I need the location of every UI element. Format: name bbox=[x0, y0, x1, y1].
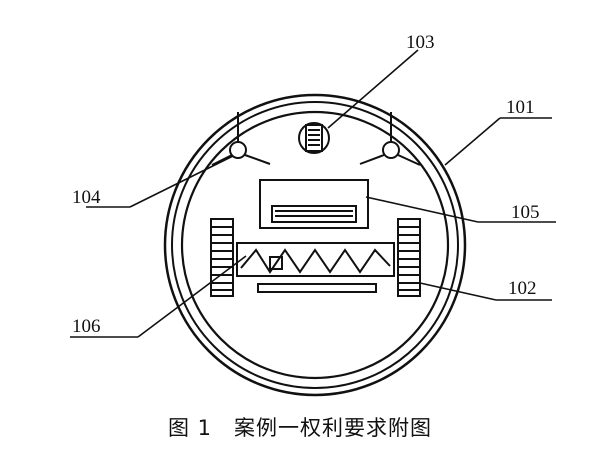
robot-diagram: 103 101 104 105 102 106 bbox=[70, 32, 556, 397]
dust-box-105 bbox=[259, 179, 369, 229]
left-wheel bbox=[210, 218, 234, 297]
roller-brush-106 bbox=[236, 242, 395, 277]
figure-caption: 图 1 案例一权利要求附图 bbox=[0, 412, 600, 442]
suction-slot bbox=[257, 283, 377, 293]
left-brush-104 bbox=[211, 112, 271, 166]
outer-shell-ring bbox=[163, 93, 467, 397]
leader-lines bbox=[70, 49, 556, 338]
figure-title: 案例一权利要求附图 bbox=[234, 416, 433, 440]
inner-body-ring bbox=[180, 110, 450, 380]
right-wheel bbox=[397, 218, 421, 297]
label-106: 106 bbox=[72, 316, 101, 337]
outer-shell-inner-ring bbox=[171, 101, 459, 389]
figure-number: 图 1 bbox=[167, 416, 213, 440]
label-105: 105 bbox=[511, 202, 540, 223]
label-103: 103 bbox=[406, 32, 435, 53]
label-101: 101 bbox=[506, 97, 535, 118]
right-brush-104 bbox=[359, 112, 421, 166]
sensor-103 bbox=[298, 122, 330, 154]
label-102: 102 bbox=[508, 278, 537, 299]
label-104: 104 bbox=[72, 187, 101, 208]
